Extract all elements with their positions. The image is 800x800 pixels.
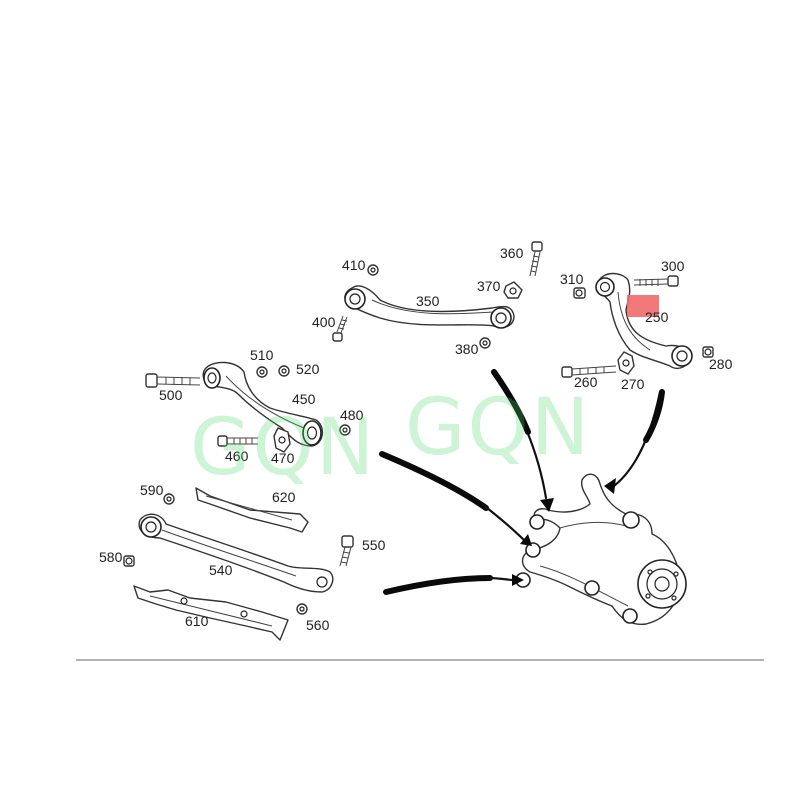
eccentric-washer-270 <box>617 351 635 375</box>
label-450: 450 <box>292 391 316 407</box>
label-550: 550 <box>362 537 386 553</box>
nut-280 <box>702 346 714 358</box>
arrow-from-450 <box>379 451 532 546</box>
label-350: 350 <box>416 293 440 309</box>
label-250: 250 <box>645 309 669 325</box>
label-590: 590 <box>140 482 164 498</box>
bolt-400 <box>332 315 348 342</box>
nut-590 <box>163 493 175 505</box>
nut-560 <box>296 603 308 615</box>
bolt-550 <box>339 535 354 567</box>
label-500: 500 <box>159 387 183 403</box>
nut-310 <box>573 287 586 299</box>
nut-380 <box>479 337 491 349</box>
label-280: 280 <box>709 356 733 372</box>
control-arm-350 <box>344 285 515 329</box>
label-560: 560 <box>306 617 330 633</box>
label-470: 470 <box>271 450 295 466</box>
arrow-from-250 <box>604 389 665 494</box>
bolt-260 <box>561 365 617 378</box>
control-arm-250 <box>595 272 693 370</box>
label-380: 380 <box>455 341 479 357</box>
control-arm-450 <box>202 361 323 447</box>
label-270: 270 <box>621 376 645 392</box>
label-460: 460 <box>225 448 249 464</box>
watermark-right: GQN <box>405 383 591 473</box>
eccentric-washer-370 <box>503 281 523 299</box>
knuckle-assembly <box>515 473 687 625</box>
arrow-from-540 <box>383 574 524 595</box>
label-400: 400 <box>312 314 336 330</box>
brace-610 <box>133 585 289 641</box>
control-arm-540 <box>138 513 334 593</box>
eccentric-washer-470 <box>273 427 291 453</box>
label-510: 510 <box>250 347 274 363</box>
watermark-left: GQN <box>190 403 376 493</box>
label-620: 620 <box>272 489 296 505</box>
label-520: 520 <box>296 361 320 377</box>
label-310: 310 <box>560 271 584 287</box>
nut-480 <box>339 424 351 436</box>
label-360: 360 <box>500 245 524 261</box>
arrow-from-350 <box>491 369 554 512</box>
nut-510 <box>256 366 268 378</box>
nut-580 <box>123 555 135 567</box>
bolt-500 <box>145 373 201 388</box>
label-540: 540 <box>209 562 233 578</box>
heat-shield-620 <box>195 487 309 533</box>
label-300: 300 <box>661 258 685 274</box>
label-370: 370 <box>477 278 501 294</box>
label-260: 260 <box>574 374 598 390</box>
bolt-360 <box>529 241 543 277</box>
label-410: 410 <box>342 257 366 273</box>
nut-520 <box>278 365 290 377</box>
bolt-300 <box>633 275 679 287</box>
highlight-marker <box>627 295 659 317</box>
label-610: 610 <box>185 613 209 629</box>
label-580: 580 <box>99 549 123 565</box>
label-480: 480 <box>340 407 364 423</box>
nut-410 <box>367 264 379 276</box>
bolt-460 <box>217 435 258 447</box>
